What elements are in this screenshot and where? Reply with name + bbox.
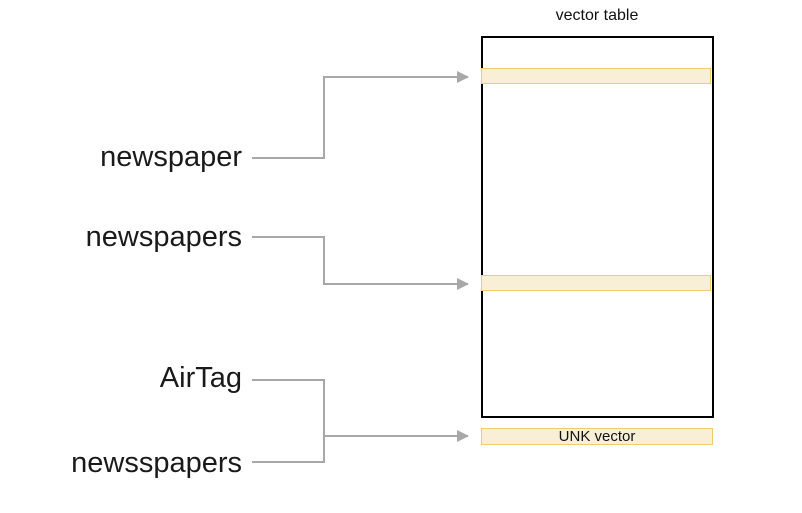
vector-row-newspapers [481,275,711,291]
vector-table-title: vector table [555,7,639,24]
arrow-newspaper [252,71,469,159]
word-airtag: AirTag [159,362,242,394]
word-newsspapers: newsspapers [71,447,242,479]
word-newspapers: newspapers [85,221,242,253]
unk-vector-label: UNK vector [558,428,636,445]
vector-row-newspaper [481,68,711,84]
line-airtag [252,379,325,463]
word-newspaper: newspaper [100,141,242,173]
arrow-newspapers [252,236,469,290]
vector-table [481,36,714,418]
unk-vector-box: UNK vector [481,428,713,445]
